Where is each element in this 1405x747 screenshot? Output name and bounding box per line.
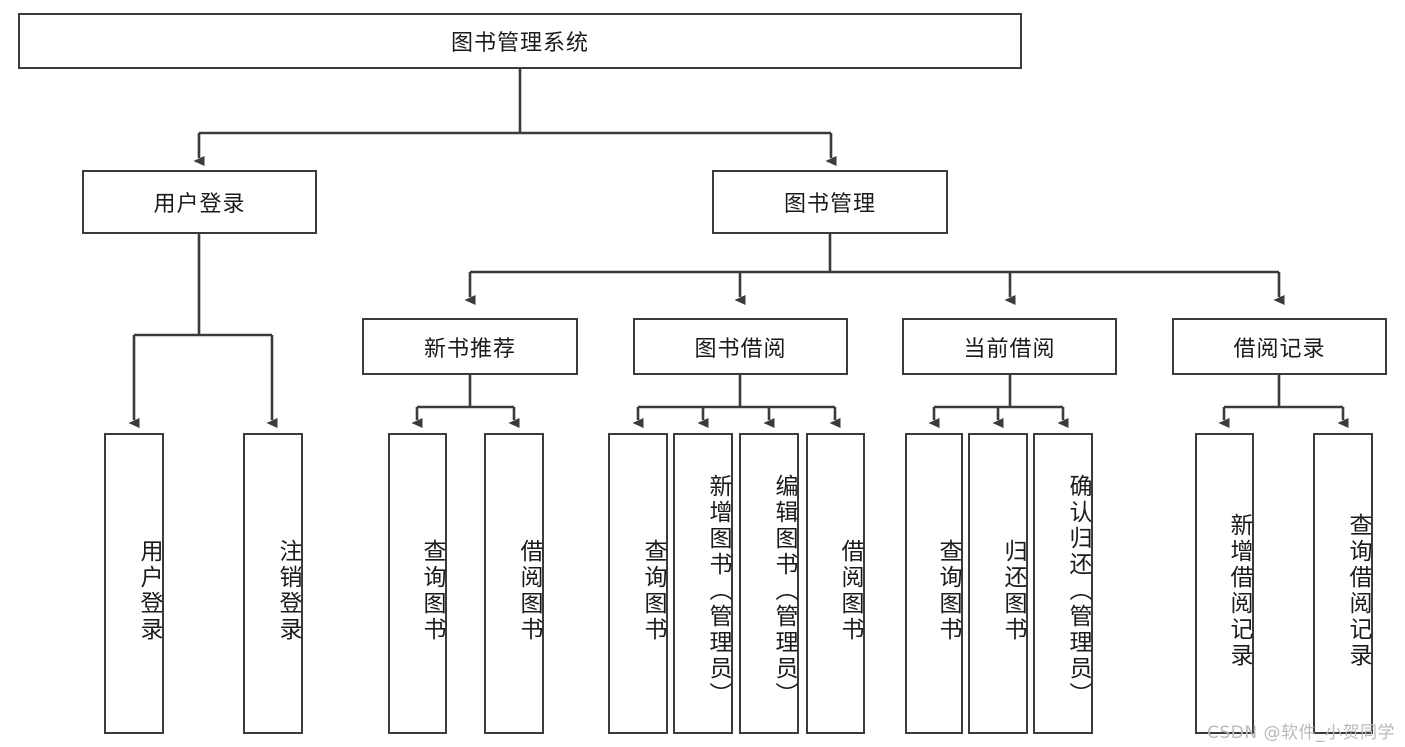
- leaf-query-book-2-label: 查询图书: [640, 538, 666, 643]
- csdn-watermark: CSDN @软件_小贺同学: [1207, 723, 1395, 743]
- node-current-borrow-label: 当前借阅: [963, 336, 1056, 362]
- leaf-user-login-label: 用户登录: [136, 538, 162, 643]
- leaf-edit-book-label: 编辑图书（管理员）: [771, 473, 797, 708]
- leaf-borrow-book-1[interactable]: 借阅图书: [484, 433, 544, 734]
- node-book-manage[interactable]: 图书管理: [712, 170, 948, 234]
- leaf-return-book-label: 归还图书: [1000, 538, 1026, 643]
- node-user-login-label: 用户登录: [153, 192, 246, 217]
- node-root-label: 图书管理系统: [450, 31, 589, 56]
- node-book-borrow[interactable]: 图书借阅: [633, 318, 848, 375]
- node-current-borrow[interactable]: 当前借阅: [902, 318, 1117, 375]
- leaf-edit-book[interactable]: 编辑图书（管理员）: [739, 433, 799, 734]
- leaf-query-record[interactable]: 查询借阅记录: [1313, 433, 1373, 734]
- node-new-book-recommend[interactable]: 新书推荐: [362, 318, 578, 375]
- leaf-query-book-1-label: 查询图书: [419, 538, 445, 643]
- node-book-borrow-label: 图书借阅: [694, 336, 787, 362]
- leaf-confirm-return[interactable]: 确认归还（管理员）: [1033, 433, 1093, 734]
- leaf-logout-login[interactable]: 注销登录: [243, 433, 303, 734]
- node-book-manage-label: 图书管理: [783, 192, 876, 217]
- leaf-borrow-book-2-label: 借阅图书: [837, 538, 863, 643]
- leaf-borrow-book-1-label: 借阅图书: [516, 538, 542, 643]
- leaf-logout-login-label: 注销登录: [275, 538, 301, 643]
- leaf-query-book-3[interactable]: 查询图书: [905, 433, 963, 734]
- node-root[interactable]: 图书管理系统: [18, 13, 1022, 69]
- node-borrow-record-label: 借阅记录: [1233, 336, 1326, 362]
- leaf-add-record-label: 新增借阅记录: [1226, 512, 1252, 669]
- leaf-add-book-label: 新增图书（管理员）: [705, 473, 731, 708]
- node-user-login[interactable]: 用户登录: [82, 170, 317, 234]
- leaf-query-book-2[interactable]: 查询图书: [608, 433, 668, 734]
- node-borrow-record[interactable]: 借阅记录: [1172, 318, 1387, 375]
- leaf-add-record[interactable]: 新增借阅记录: [1195, 433, 1254, 734]
- leaf-query-record-label: 查询借阅记录: [1345, 512, 1371, 669]
- leaf-query-book-1[interactable]: 查询图书: [388, 433, 447, 734]
- leaf-return-book[interactable]: 归还图书: [968, 433, 1028, 734]
- leaf-confirm-return-label: 确认归还（管理员）: [1065, 473, 1091, 708]
- leaf-query-book-3-label: 查询图书: [935, 538, 961, 643]
- leaf-borrow-book-2[interactable]: 借阅图书: [806, 433, 865, 734]
- leaf-add-book[interactable]: 新增图书（管理员）: [673, 433, 733, 734]
- node-new-book-recommend-label: 新书推荐: [423, 336, 516, 362]
- leaf-user-login[interactable]: 用户登录: [104, 433, 164, 734]
